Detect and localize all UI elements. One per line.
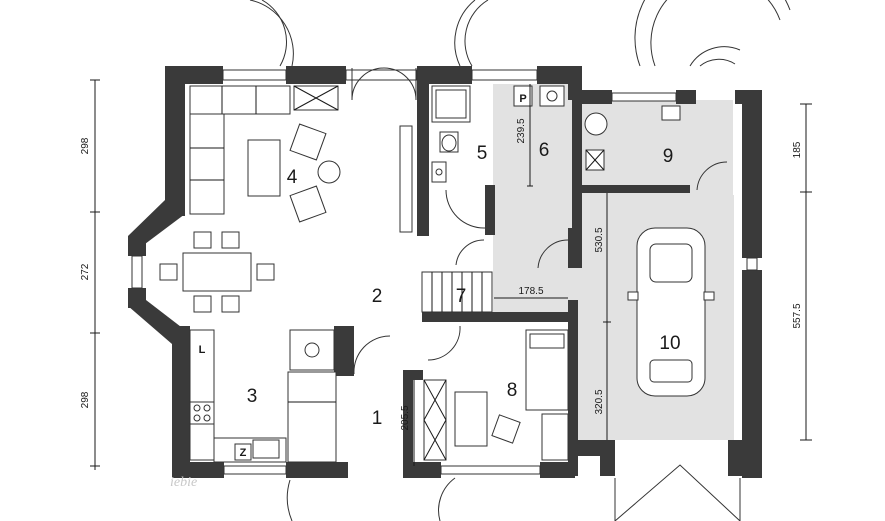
room-label-9: 9 <box>663 146 674 167</box>
utility-floor-6 <box>493 84 573 321</box>
dim-left-mid: 272 <box>80 263 91 280</box>
exterior-arcs <box>249 0 791 521</box>
fixture-label-z: Z <box>240 447 247 459</box>
fixture-label-p: P <box>519 93 526 105</box>
room-label-10: 10 <box>659 333 680 354</box>
room-label-6: 6 <box>539 140 550 161</box>
utility-fixtures <box>513 85 681 171</box>
dim-entry-height: 205.5 <box>400 405 411 430</box>
bathroom-fixtures <box>431 85 471 183</box>
room-label-1: 1 <box>372 408 383 429</box>
living-furniture <box>189 85 413 233</box>
dimension-lines <box>90 79 812 470</box>
dim-right-top: 185 <box>792 141 803 158</box>
bedroom-furniture <box>423 329 569 461</box>
dim-garage-lower: 320.5 <box>594 389 605 414</box>
room-label-4: 4 <box>287 167 298 188</box>
dining-set <box>159 231 275 313</box>
room-label-2: 2 <box>372 286 383 307</box>
watermark: iebie <box>170 475 197 490</box>
dim-left-top: 298 <box>80 137 91 154</box>
room-label-8: 8 <box>507 380 518 401</box>
dim-right-bottom: 557.5 <box>792 303 803 328</box>
doors <box>351 67 728 375</box>
room-label-5: 5 <box>477 143 488 164</box>
room-label-7: 7 <box>456 286 467 307</box>
car-icon <box>627 227 715 397</box>
dim-left-bottom: 298 <box>80 391 91 408</box>
room-label-3: 3 <box>247 386 258 407</box>
dim-room6-height: 239.5 <box>516 118 527 143</box>
dim-stair-width: 178.5 <box>518 286 543 297</box>
kitchen-fixtures <box>189 329 337 463</box>
fixture-label-l: L <box>199 344 206 356</box>
stairs <box>421 271 493 313</box>
fixture-box-z <box>234 443 252 461</box>
walls <box>128 66 762 478</box>
windows <box>131 69 758 475</box>
dim-garage-upper: 530.5 <box>594 227 605 252</box>
